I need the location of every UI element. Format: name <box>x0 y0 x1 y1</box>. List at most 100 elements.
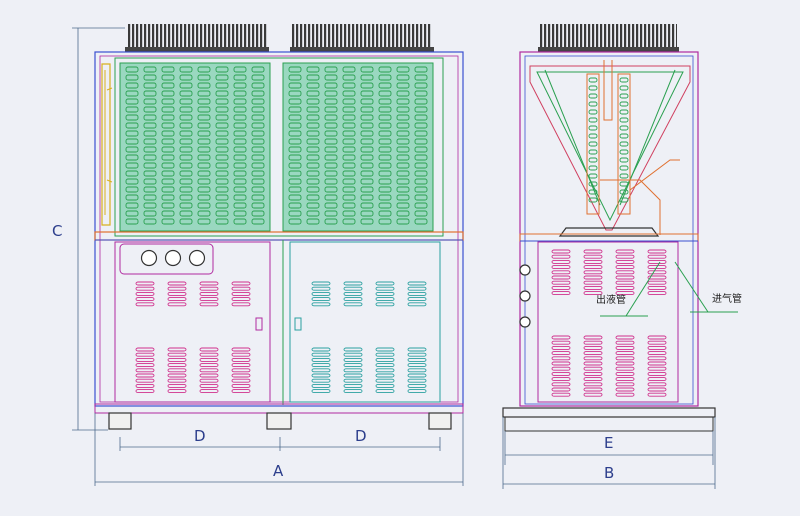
louver-slot <box>551 345 571 350</box>
louver-slot <box>615 259 635 264</box>
coil-slot <box>378 162 392 169</box>
coil-slot <box>215 138 229 145</box>
foot-left <box>108 412 132 430</box>
coil-slot <box>251 162 265 169</box>
coil-slot <box>143 66 157 73</box>
louver-slot <box>551 340 571 345</box>
coil-slot <box>161 202 175 209</box>
coil-slot <box>215 130 229 137</box>
louver-slot <box>647 335 667 340</box>
coil-slot <box>378 66 392 73</box>
coil-slot <box>360 218 374 225</box>
louver-slot <box>551 259 571 264</box>
coil-slot <box>251 178 265 185</box>
coil-slot <box>396 154 410 161</box>
dim-label-d-left: D <box>194 427 206 445</box>
coil-slot <box>396 122 410 129</box>
louver-slot <box>375 378 395 383</box>
louver-slot <box>647 387 667 392</box>
louver-slot <box>583 366 603 371</box>
leader-liquid-outlet <box>625 261 661 317</box>
coil-slot <box>143 74 157 81</box>
coil-slot <box>251 210 265 217</box>
coil-slot <box>588 173 598 179</box>
coil-slot <box>215 186 229 193</box>
louver-slot <box>615 377 635 382</box>
coil-slot <box>306 122 320 129</box>
coil-slot <box>342 154 356 161</box>
front-louvers <box>135 281 427 394</box>
louver-slot <box>167 389 187 394</box>
coil-slot <box>306 194 320 201</box>
coil-slot <box>396 210 410 217</box>
coil-slot <box>288 114 302 121</box>
coil-slot <box>125 90 139 97</box>
coil-slot <box>306 170 320 177</box>
coil-slot <box>588 125 598 131</box>
coil-slot <box>233 178 247 185</box>
coil-slot <box>251 98 265 105</box>
coil-slot <box>378 114 392 121</box>
louver-slot <box>135 291 155 296</box>
coil-slot <box>161 218 175 225</box>
coil-slot <box>125 194 139 201</box>
coil-slot <box>306 98 320 105</box>
coil-slot <box>378 130 392 137</box>
coil-slot <box>143 186 157 193</box>
louver-slot <box>647 377 667 382</box>
coil-slot <box>251 82 265 89</box>
coil-slot <box>360 162 374 169</box>
coil-slot <box>396 66 410 73</box>
coil-slot <box>251 186 265 193</box>
louver-slot <box>375 352 395 357</box>
louver-slot <box>551 270 571 275</box>
louver-slot <box>583 270 603 275</box>
louver-slot <box>311 383 331 388</box>
louver-slot <box>583 387 603 392</box>
louver-slot <box>167 363 187 368</box>
coil-slot <box>414 114 428 121</box>
louver-slot <box>135 302 155 307</box>
coil-slot <box>125 66 139 73</box>
coil-slot <box>251 154 265 161</box>
coil-slot <box>396 130 410 137</box>
coil-slot <box>588 93 598 99</box>
louver-slot <box>231 389 251 394</box>
louver-slot <box>583 280 603 285</box>
louver-slot <box>343 297 363 302</box>
coil-slot <box>215 114 229 121</box>
coil-slot <box>342 210 356 217</box>
louver-slot <box>343 302 363 307</box>
coil-slot <box>288 82 302 89</box>
door-handle-right <box>294 317 302 331</box>
coil-slot <box>197 122 211 129</box>
coil-slot <box>215 154 229 161</box>
louver-slot <box>167 347 187 352</box>
louver-slot <box>551 254 571 259</box>
coil-slot <box>125 202 139 209</box>
coil-slot <box>324 210 338 217</box>
louver-slot <box>375 389 395 394</box>
louver-slot <box>375 373 395 378</box>
coil-slot <box>179 186 193 193</box>
coil-slot <box>588 165 598 171</box>
coil-slot <box>619 165 629 171</box>
coil-slot <box>306 130 320 137</box>
louver-slot <box>647 356 667 361</box>
coil-slot <box>125 178 139 185</box>
coil-slot <box>396 90 410 97</box>
louver-slot <box>407 378 427 383</box>
louver-slot <box>167 291 187 296</box>
coil-slot <box>324 122 338 129</box>
coil-slot <box>396 74 410 81</box>
coil-slot <box>342 170 356 177</box>
coil-slot <box>396 82 410 89</box>
drain-tray <box>558 227 660 237</box>
coil-slot <box>179 90 193 97</box>
coil-slot <box>179 122 193 129</box>
side-outline <box>519 51 699 407</box>
coil-slot <box>251 170 265 177</box>
louver-slot <box>647 275 667 280</box>
louver-slot <box>647 351 667 356</box>
coil-slot <box>342 194 356 201</box>
